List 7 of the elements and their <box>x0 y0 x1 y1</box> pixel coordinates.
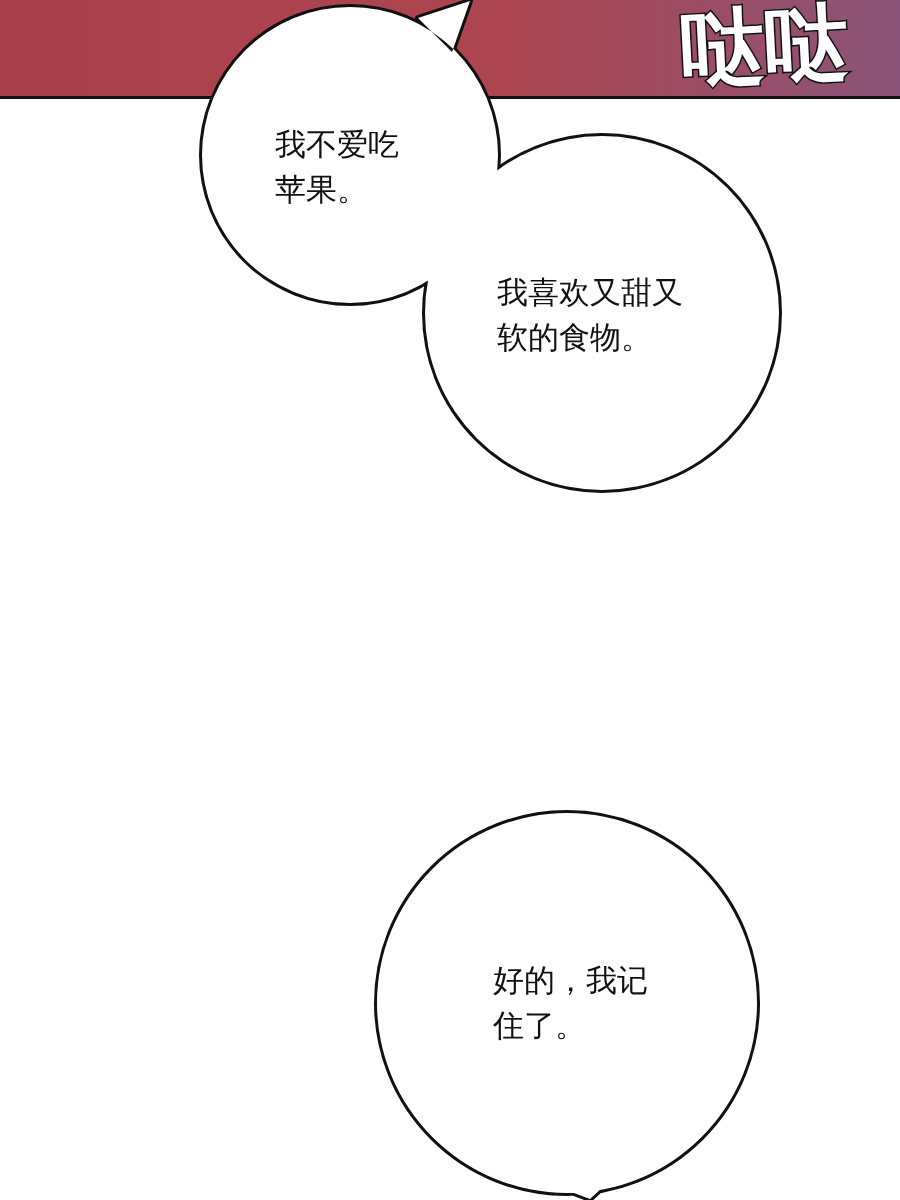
dialogue-text: 我不爱吃苹果。 <box>275 125 400 209</box>
speech-bubble <box>377 813 757 1199</box>
sound-effect-text: 哒哒 <box>677 0 851 93</box>
dialogue-text: 好的，我记住了。 <box>493 961 649 1045</box>
dialogue-text: 我喜欢又甜又软的食物。 <box>497 273 684 357</box>
speech-bubble <box>202 1 498 303</box>
speech-bubble <box>425 136 779 490</box>
